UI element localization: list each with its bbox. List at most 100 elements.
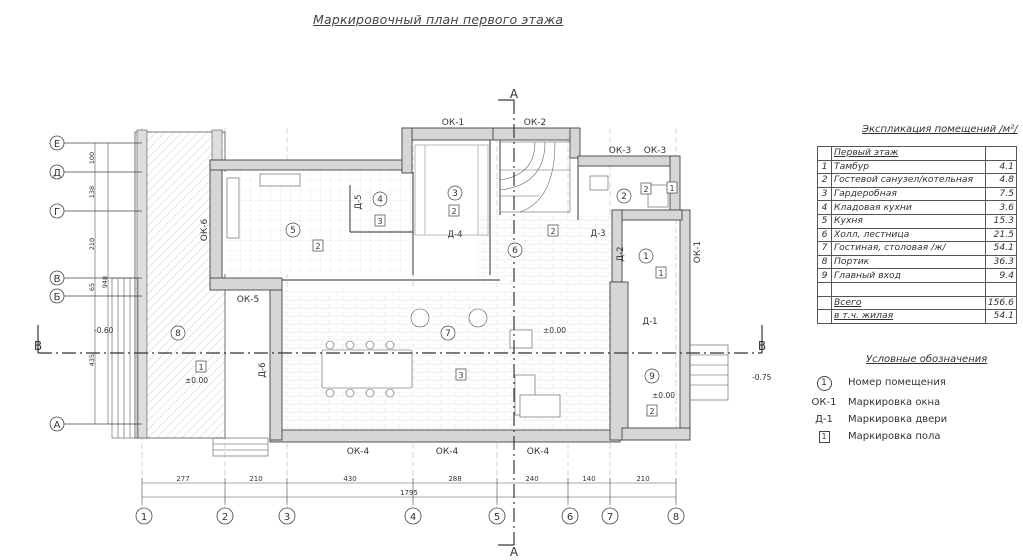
axis-label-x: 5 [494, 512, 500, 523]
svg-text:100: 100 [88, 152, 96, 164]
svg-text:140: 140 [582, 475, 595, 483]
room-number: 8 [175, 329, 181, 339]
window-label: ОК-1 [442, 118, 464, 128]
floor-mark: 1 [669, 184, 674, 193]
axis-label-x: 1 [141, 512, 147, 523]
section-label: В [758, 339, 766, 353]
window-label: ОК-3 [609, 146, 631, 156]
door-label: Д-2 [616, 246, 626, 261]
door-label: Д-5 [354, 194, 364, 209]
portico-steps [111, 277, 269, 457]
floor-mark: 3 [377, 217, 382, 226]
explication-title: Экспликация помещений /м²/ [862, 124, 1018, 135]
svg-text:210: 210 [88, 238, 96, 250]
wardrobe [414, 144, 489, 236]
level-mark: ±0.00 [543, 326, 566, 335]
room-number: 2 [621, 192, 627, 202]
svg-text:138: 138 [88, 186, 96, 198]
room-number: 9 [649, 372, 655, 382]
axis-markers-y [49, 135, 142, 432]
floor-mark: 2 [649, 407, 654, 416]
svg-text:288: 288 [448, 475, 461, 483]
window-label: ОК-6 [200, 219, 210, 242]
left-dimension [94, 143, 109, 424]
section-label: А [510, 87, 519, 101]
floor-mark: 2 [550, 227, 555, 236]
axis-label-x: 8 [673, 512, 679, 523]
level-mark: ±0.00 [185, 376, 208, 385]
bottom-dimension [141, 478, 677, 505]
room-number: 5 [290, 226, 296, 236]
axis-label-x: 6 [567, 512, 573, 523]
svg-text:948: 948 [101, 276, 109, 288]
window-label: ОК-2 [524, 118, 546, 128]
axis-label-x: 4 [410, 512, 416, 523]
level-mark: ±0.00 [652, 391, 675, 400]
floor-mark: 3 [458, 371, 463, 380]
window-label: ОК-1 [693, 241, 703, 263]
door-label: Д-3 [590, 229, 605, 239]
room-number: 6 [512, 246, 518, 256]
legend-title: Условные обозначения [866, 354, 988, 365]
svg-text:210: 210 [249, 475, 262, 483]
room-number: 4 [377, 195, 383, 205]
room-number: 7 [445, 329, 451, 339]
furniture [226, 173, 669, 418]
level-mark: -0.60 [94, 326, 114, 335]
floor-mark: 1 [658, 269, 663, 278]
section-label: В [34, 339, 42, 353]
floor-mark: 2 [643, 185, 648, 194]
axis-label-y: Д [53, 168, 61, 179]
axis-label-x: 3 [284, 512, 290, 523]
entrance-steps [689, 344, 729, 401]
window-label: ОК-4 [527, 447, 550, 457]
floor-mark: 1 [198, 363, 203, 372]
room-number: 3 [452, 189, 458, 199]
door-label: Д-4 [447, 230, 462, 240]
stairs [499, 141, 571, 213]
axis-label-y: Б [54, 292, 61, 303]
door-label: Д-1 [642, 317, 657, 327]
section-label: А [510, 545, 519, 559]
window-label: ОК-4 [347, 447, 370, 457]
axis-label-x: 7 [607, 512, 613, 523]
axis-label-y: Г [54, 207, 60, 218]
svg-text:435: 435 [88, 354, 96, 366]
door-label: Д-6 [258, 362, 268, 377]
window-label: ОК-5 [237, 295, 259, 305]
floor-mark: 2 [451, 207, 456, 216]
axis-label-y: В [54, 274, 61, 285]
axis-label-y: Е [54, 139, 60, 150]
level-mark: -0.75 [752, 373, 772, 382]
window-label: ОК-3 [644, 146, 666, 156]
svg-text:430: 430 [343, 475, 356, 483]
svg-text:210: 210 [636, 475, 649, 483]
svg-text:1795: 1795 [400, 489, 418, 497]
floor-plan: Е Д Г В Б А 100 138 210 65 435 948 277 2… [34, 87, 772, 559]
svg-text:277: 277 [176, 475, 189, 483]
room-number: 1 [643, 252, 649, 262]
axis-label-x: 2 [222, 512, 228, 523]
axis-label-y: А [54, 420, 61, 431]
section-label: Первый этаж [831, 146, 986, 161]
section-lines [37, 99, 763, 546]
svg-text:240: 240 [525, 475, 538, 483]
window-label: ОК-4 [436, 447, 459, 457]
page-title: Маркировочный план первого этажа [313, 12, 564, 27]
